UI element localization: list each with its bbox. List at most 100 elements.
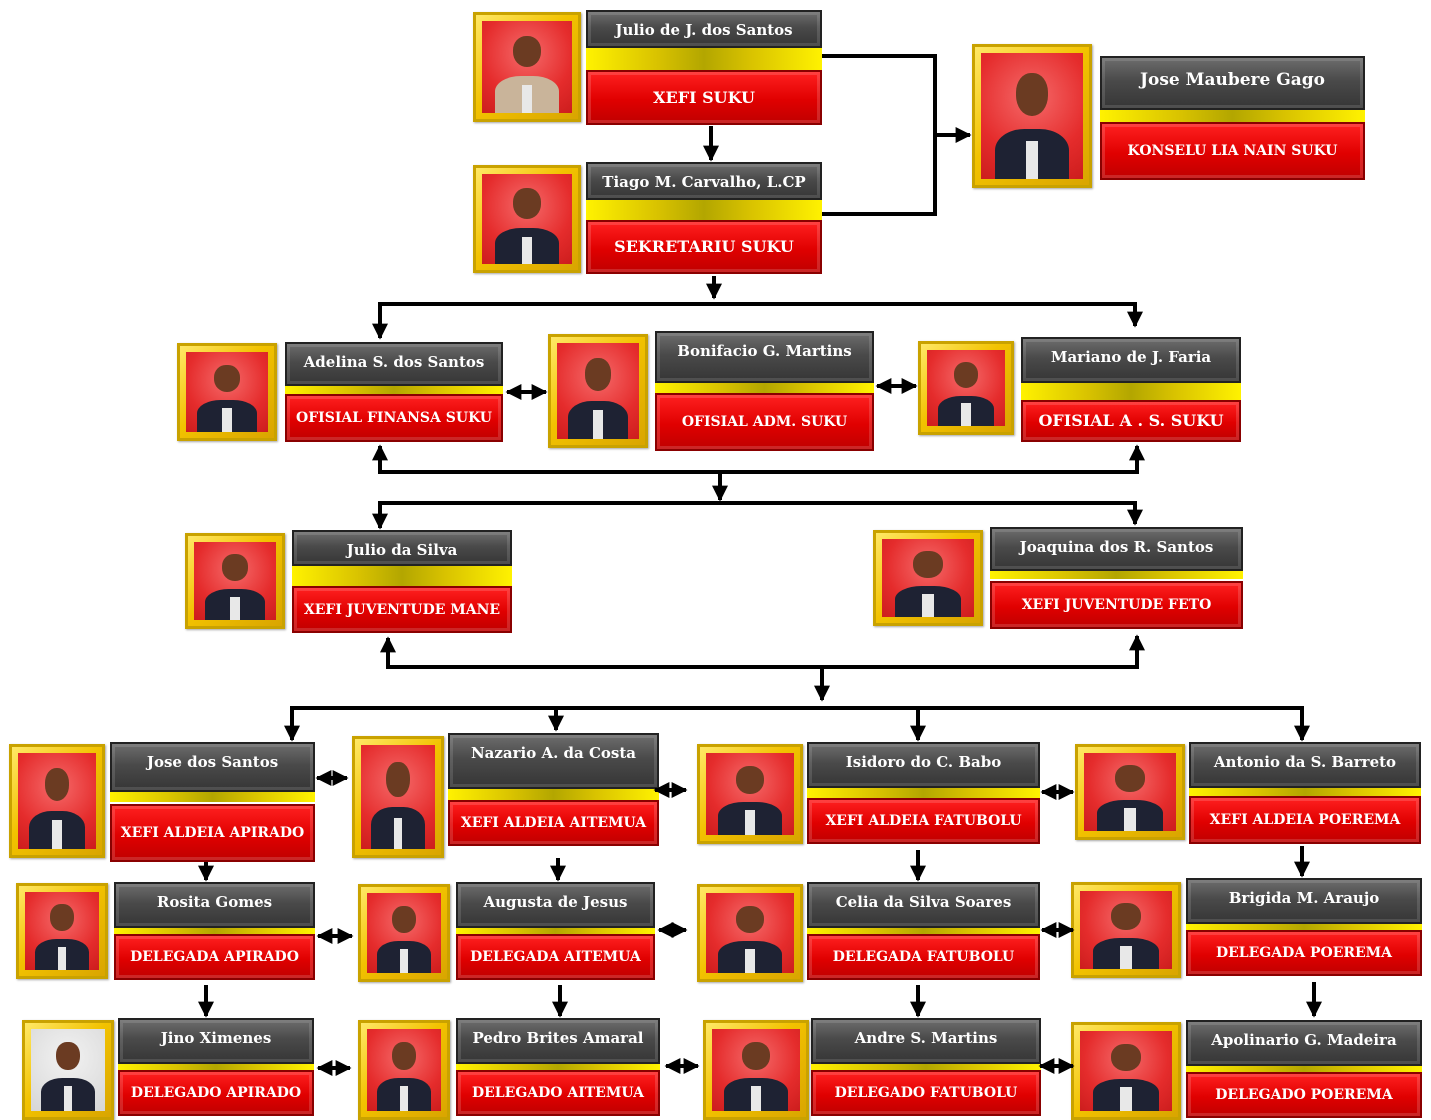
gold-divider <box>118 1064 314 1074</box>
member-name: Rosita Gomes <box>114 882 315 928</box>
member-name: Nazario A. da Costa <box>448 733 659 789</box>
member-name: Antonio da S. Barreto <box>1189 742 1421 788</box>
member-role: KONSELU LIA NAIN SUKU <box>1100 122 1365 180</box>
member-name: Augusta de Jesus <box>456 882 655 928</box>
portrait-image <box>482 174 572 264</box>
member-role: OFISIAL ADM. SUKU <box>655 393 874 451</box>
gold-divider <box>655 383 874 393</box>
portrait-image <box>1084 753 1176 831</box>
gold-divider <box>1100 110 1365 122</box>
portrait-image <box>882 539 974 617</box>
member-role: DELEGADO APIRADO <box>118 1070 314 1116</box>
member-role: DELEGADO FATUBOLU <box>811 1070 1041 1116</box>
portrait-image <box>981 53 1083 179</box>
member-role: XEFI ALDEIA APIRADO <box>110 804 315 862</box>
gold-divider <box>807 788 1040 798</box>
member-role: OFISIAL A . S. SUKU <box>1021 400 1241 442</box>
portrait-image <box>186 352 268 432</box>
gold-divider <box>990 571 1243 579</box>
member-name: Jino Ximenes <box>118 1018 314 1064</box>
member-name: Julio de J. dos Santos <box>586 10 822 48</box>
gold-divider <box>1189 788 1421 796</box>
member-name: Jose dos Santos <box>110 742 315 792</box>
portrait-image <box>706 893 794 973</box>
member-photo <box>918 341 1014 435</box>
member-name: Brigida M. Araujo <box>1186 878 1422 924</box>
member-role: XEFI ALDEIA FATUBOLU <box>807 798 1040 844</box>
member-photo <box>358 884 450 982</box>
portrait-image <box>557 343 639 439</box>
member-photo <box>697 884 803 982</box>
member-name: Bonifacio G. Martins <box>655 331 874 383</box>
portrait-image <box>1080 1031 1172 1111</box>
gold-divider <box>811 1064 1041 1074</box>
member-photo <box>177 343 277 441</box>
portrait-image <box>367 1029 441 1111</box>
gold-divider <box>586 200 822 222</box>
member-name: Mariano de J. Faria <box>1021 337 1241 383</box>
member-name: Joaquina dos R. Santos <box>990 527 1243 571</box>
member-role: DELEGADO AITEMUA <box>456 1070 660 1116</box>
member-role: XEFI SUKU <box>586 70 822 125</box>
portrait-image <box>25 892 99 970</box>
member-photo <box>185 533 285 629</box>
gold-divider <box>114 928 315 938</box>
gold-divider <box>456 928 655 936</box>
member-role: DELEGADA FATUBOLU <box>807 934 1040 980</box>
member-photo <box>703 1020 809 1120</box>
member-role: DELEGADO POEREMA <box>1186 1072 1422 1118</box>
member-name: Celia da Silva Soares <box>807 882 1040 928</box>
member-photo <box>16 883 108 979</box>
member-photo <box>9 744 105 858</box>
member-photo <box>873 530 983 626</box>
member-photo <box>697 744 803 844</box>
member-role: XEFI ALDEIA AITEMUA <box>448 800 659 846</box>
member-role: SEKRETARIU SUKU <box>586 220 822 274</box>
gold-divider <box>586 48 822 70</box>
member-photo <box>358 1020 450 1120</box>
member-name: Adelina S. dos Santos <box>285 342 503 386</box>
portrait-image <box>706 753 794 835</box>
member-role: OFISIAL FINANSA SUKU <box>285 394 503 442</box>
gold-divider <box>456 1064 660 1072</box>
member-role: XEFI ALDEIA POEREMA <box>1189 796 1421 844</box>
member-name: Isidoro do C. Babo <box>807 742 1040 788</box>
member-photo <box>352 736 444 858</box>
member-photo <box>1071 882 1181 978</box>
portrait-image <box>194 542 276 620</box>
portrait-image <box>482 21 572 113</box>
member-name: Pedro Brites Amaral <box>456 1018 660 1064</box>
member-photo <box>1075 744 1185 840</box>
member-photo <box>972 44 1092 188</box>
member-photo <box>473 165 581 273</box>
gold-divider <box>1186 924 1422 932</box>
member-name: Julio da Silva <box>292 530 512 566</box>
member-role: XEFI JUVENTUDE MANE <box>292 586 512 633</box>
member-role: DELEGADA AITEMUA <box>456 934 655 980</box>
portrait-image <box>18 753 96 849</box>
gold-divider <box>285 386 503 394</box>
member-photo <box>548 334 648 448</box>
member-name: Andre S. Martins <box>811 1018 1041 1064</box>
member-role: DELEGADA POEREMA <box>1186 930 1422 976</box>
link-xefi-sekretariu-konselu <box>822 54 937 216</box>
member-photo <box>1071 1022 1181 1120</box>
gold-divider <box>110 792 315 802</box>
gold-divider <box>1021 383 1241 401</box>
member-name: Tiago M. Carvalho, L.CP <box>586 162 822 200</box>
member-photo <box>473 12 581 122</box>
portrait-image <box>712 1029 800 1111</box>
portrait-image <box>927 350 1005 426</box>
gold-divider <box>1186 1066 1422 1074</box>
member-name: Apolinario G. Madeira <box>1186 1020 1422 1066</box>
member-photo <box>22 1020 114 1120</box>
portrait-image <box>31 1029 105 1111</box>
portrait-image <box>367 893 441 973</box>
gold-divider <box>807 928 1040 938</box>
gold-divider <box>448 789 659 803</box>
portrait-image <box>1080 891 1172 969</box>
gold-divider <box>292 566 512 586</box>
portrait-image <box>361 745 435 849</box>
member-role: XEFI JUVENTUDE FETO <box>990 581 1243 629</box>
